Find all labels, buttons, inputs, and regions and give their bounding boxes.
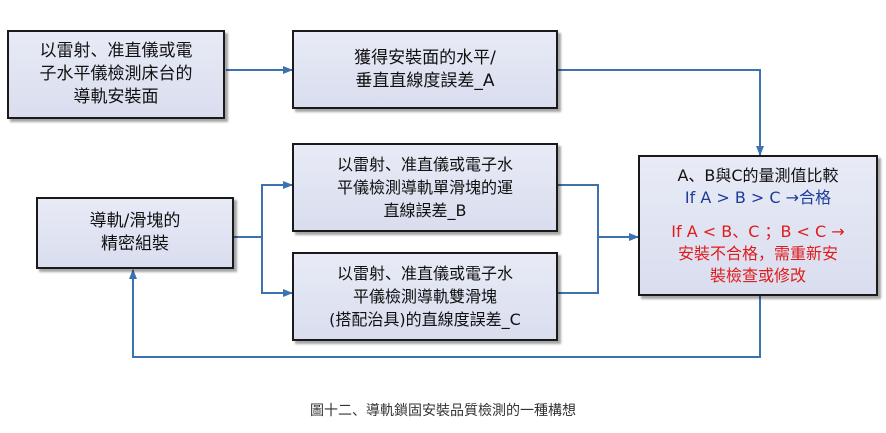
comparison-box: A、B與C的量測值比較 If A > B > C →合格 If A < B、C … <box>638 155 878 296</box>
fail-condition-line-1: If A < B、C ；B < C → <box>671 221 845 241</box>
error-c-line-1: 以雷射、准直儀或電子水 <box>336 264 513 283</box>
error-a-line-1: 獲得安裝面的水平/ <box>354 47 496 68</box>
assembly-line-1: 導軌/滑塊的 <box>89 211 181 231</box>
error-b-line-3: 直線誤差_B <box>383 201 467 220</box>
arrow-assembly-to-single-block <box>234 181 293 238</box>
laser-bed-line-3: 導軌安裝面 <box>73 87 159 107</box>
single-block-error-b-box: 以雷射、准直儀或電子水 平儀檢測導軌單滑塊的運 直線誤差_B <box>292 143 558 232</box>
figure-caption: 圖十二、導軌鎖固安裝品質檢測的一種構想 <box>310 403 576 419</box>
arrow-assembly-to-double-block <box>261 237 293 297</box>
error-a-line-2: 垂直直線度誤差_A <box>355 70 495 91</box>
error-c-line-3: (搭配治具)的直線度誤差_C <box>329 310 521 329</box>
arrow-single-block-to-compare <box>558 184 639 241</box>
laser-bed-inspection-box: 以雷射、准直儀或電 子水平儀檢測床台的 導軌安裝面 <box>7 30 225 119</box>
precision-assembly-box: 導軌/滑塊的 精密組裝 <box>36 197 234 269</box>
comparison-title: A、B與C的量測值比較 <box>677 165 839 185</box>
arrow-feedback-to-assembly <box>129 269 761 358</box>
error-c-line-2: 平儀檢測導軌雙滑塊 <box>352 287 497 306</box>
arrow-error-a-to-compare <box>558 69 764 156</box>
pass-condition: If A > B > C →合格 <box>684 187 832 207</box>
level-error-a-box: 獲得安裝面的水平/ 垂直直線度誤差_A <box>292 30 558 109</box>
fail-condition-line-2: 安裝不合格，需重新安 <box>677 243 838 263</box>
laser-bed-line-1: 以雷射、准直儀或電 <box>39 41 193 61</box>
laser-bed-line-2: 子水平儀檢測床台的 <box>39 64 193 84</box>
line-double-block-to-compare <box>558 237 599 294</box>
double-block-error-c-box: 以雷射、准直儀或電子水 平儀檢測導軌雙滑塊 (搭配治具)的直線度誤差_C <box>292 252 558 341</box>
assembly-line-2: 精密組裝 <box>100 234 169 254</box>
error-b-line-2: 平儀檢測導軌單滑塊的運 <box>336 178 513 197</box>
error-b-line-1: 以雷射、准直儀或電子水 <box>336 155 513 174</box>
fail-condition-line-3: 裝檢查或修改 <box>709 265 806 285</box>
